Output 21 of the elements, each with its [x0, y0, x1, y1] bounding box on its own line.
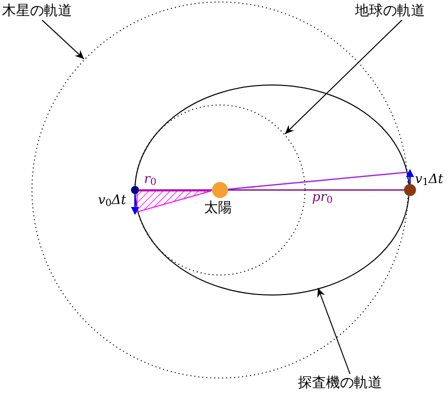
leader-arrow [317, 288, 350, 374]
dotted-orbit [134, 104, 306, 276]
leader-arrow [42, 20, 84, 60]
velocity-arrow [131, 194, 139, 215]
probe-dot [131, 186, 139, 194]
sun-label: 太陽 [204, 199, 232, 217]
radius-line [139, 189, 212, 191]
radius-label: pr$_{0}$ [312, 190, 333, 206]
orbit-label: 木星の軌道 [2, 2, 72, 20]
velocity-arrow [406, 169, 414, 184]
orbit-label: 探査機の軌道 [298, 374, 382, 392]
radius-line [228, 189, 404, 191]
planet-dot [404, 184, 416, 196]
sun-circle [212, 182, 228, 198]
displacement-label: v$_{1}$Δt [415, 172, 444, 188]
displacement-label: v$_{0}$Δt [98, 193, 126, 209]
orbit-label: 地球の軌道 [355, 2, 425, 20]
radius-line [228, 171, 410, 190]
radius-label: r$_{0}$ [144, 172, 156, 188]
leader-arrow [284, 20, 402, 134]
orbit-ellipse [134, 84, 410, 296]
